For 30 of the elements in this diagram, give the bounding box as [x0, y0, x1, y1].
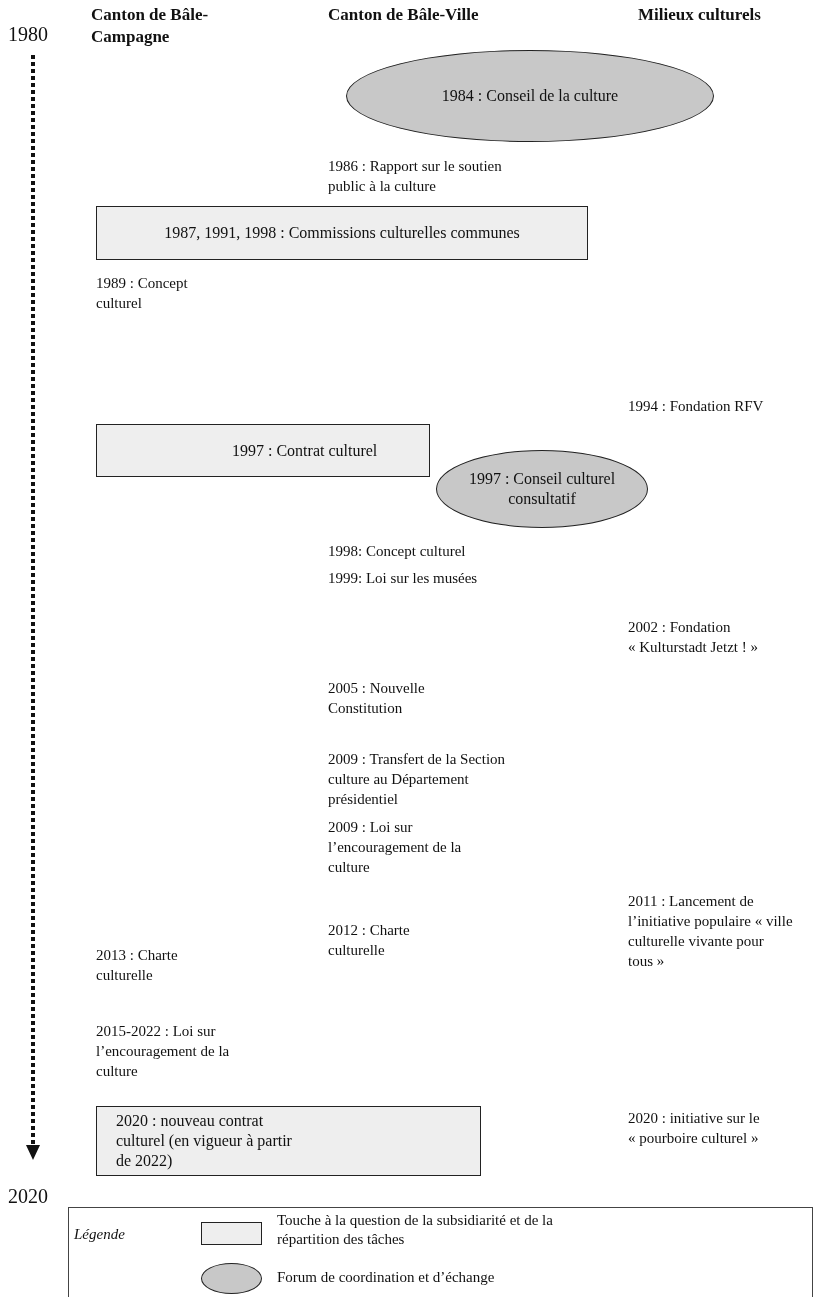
event-label: 2015-2022 : Loi sur l’encouragement de la culture	[96, 1022, 231, 1081]
year-label: 1980	[8, 22, 48, 46]
event-label: 1994 : Fondation RFV	[628, 397, 764, 416]
event-label: 2012 : Charte culturelle	[328, 921, 411, 960]
column-heading: Milieux culturels	[638, 4, 761, 26]
legend-text: Touche à la question de la subsidiarité et de la répartition des tâches	[277, 1211, 554, 1249]
event-label: 1997 : Conseil culturel consultatif	[467, 469, 617, 509]
event-label: 2011 : Lancement de l’initiative populaire « ville culturelle vivante pour tous »	[628, 892, 793, 971]
column-heading: Canton de Bâle-Ville	[328, 4, 479, 26]
event-label: 2009 : Transfert de la Section culture au Département présidentiel	[328, 750, 507, 809]
event-label: 1984 : Conseil de la culture	[441, 86, 619, 106]
event-label: 2009 : Loi sur l’encouragement de la culture	[328, 818, 463, 877]
legend-title: Légende	[74, 1225, 125, 1244]
event-label: 1986 : Rapport sur le soutien public à la culture	[328, 157, 503, 196]
event-label: 1989 : Concept culturel	[96, 274, 189, 313]
legend-text: Forum de coordination et d’échange	[277, 1268, 495, 1287]
event-box	[96, 424, 430, 477]
event-label: 2013 : Charte culturelle	[96, 946, 179, 985]
event-label: 1998: Concept culturel	[328, 542, 466, 561]
year-label: 2020	[8, 1184, 48, 1208]
column-heading: Canton de Bâle-Campagne	[91, 4, 210, 48]
event-box	[96, 1106, 481, 1176]
event-label: 2020 : nouveau contrat culturel (en vigueur à partir de 2022)	[116, 1111, 293, 1171]
event-label: 2005 : Nouvelle Constitution	[328, 679, 426, 718]
event-box	[96, 206, 588, 260]
event-label: 1997 : Contrat culturel	[232, 440, 378, 461]
event-label: 1999: Loi sur les musées	[328, 569, 478, 588]
event-label: 1987, 1991, 1998 : Commissions culturelles communes	[164, 223, 520, 243]
event-label: 2020 : initiative sur le « pourboire culturel »	[628, 1109, 761, 1148]
event-label: 2002 : Fondation « Kulturstadt Jetzt ! »	[628, 618, 759, 657]
